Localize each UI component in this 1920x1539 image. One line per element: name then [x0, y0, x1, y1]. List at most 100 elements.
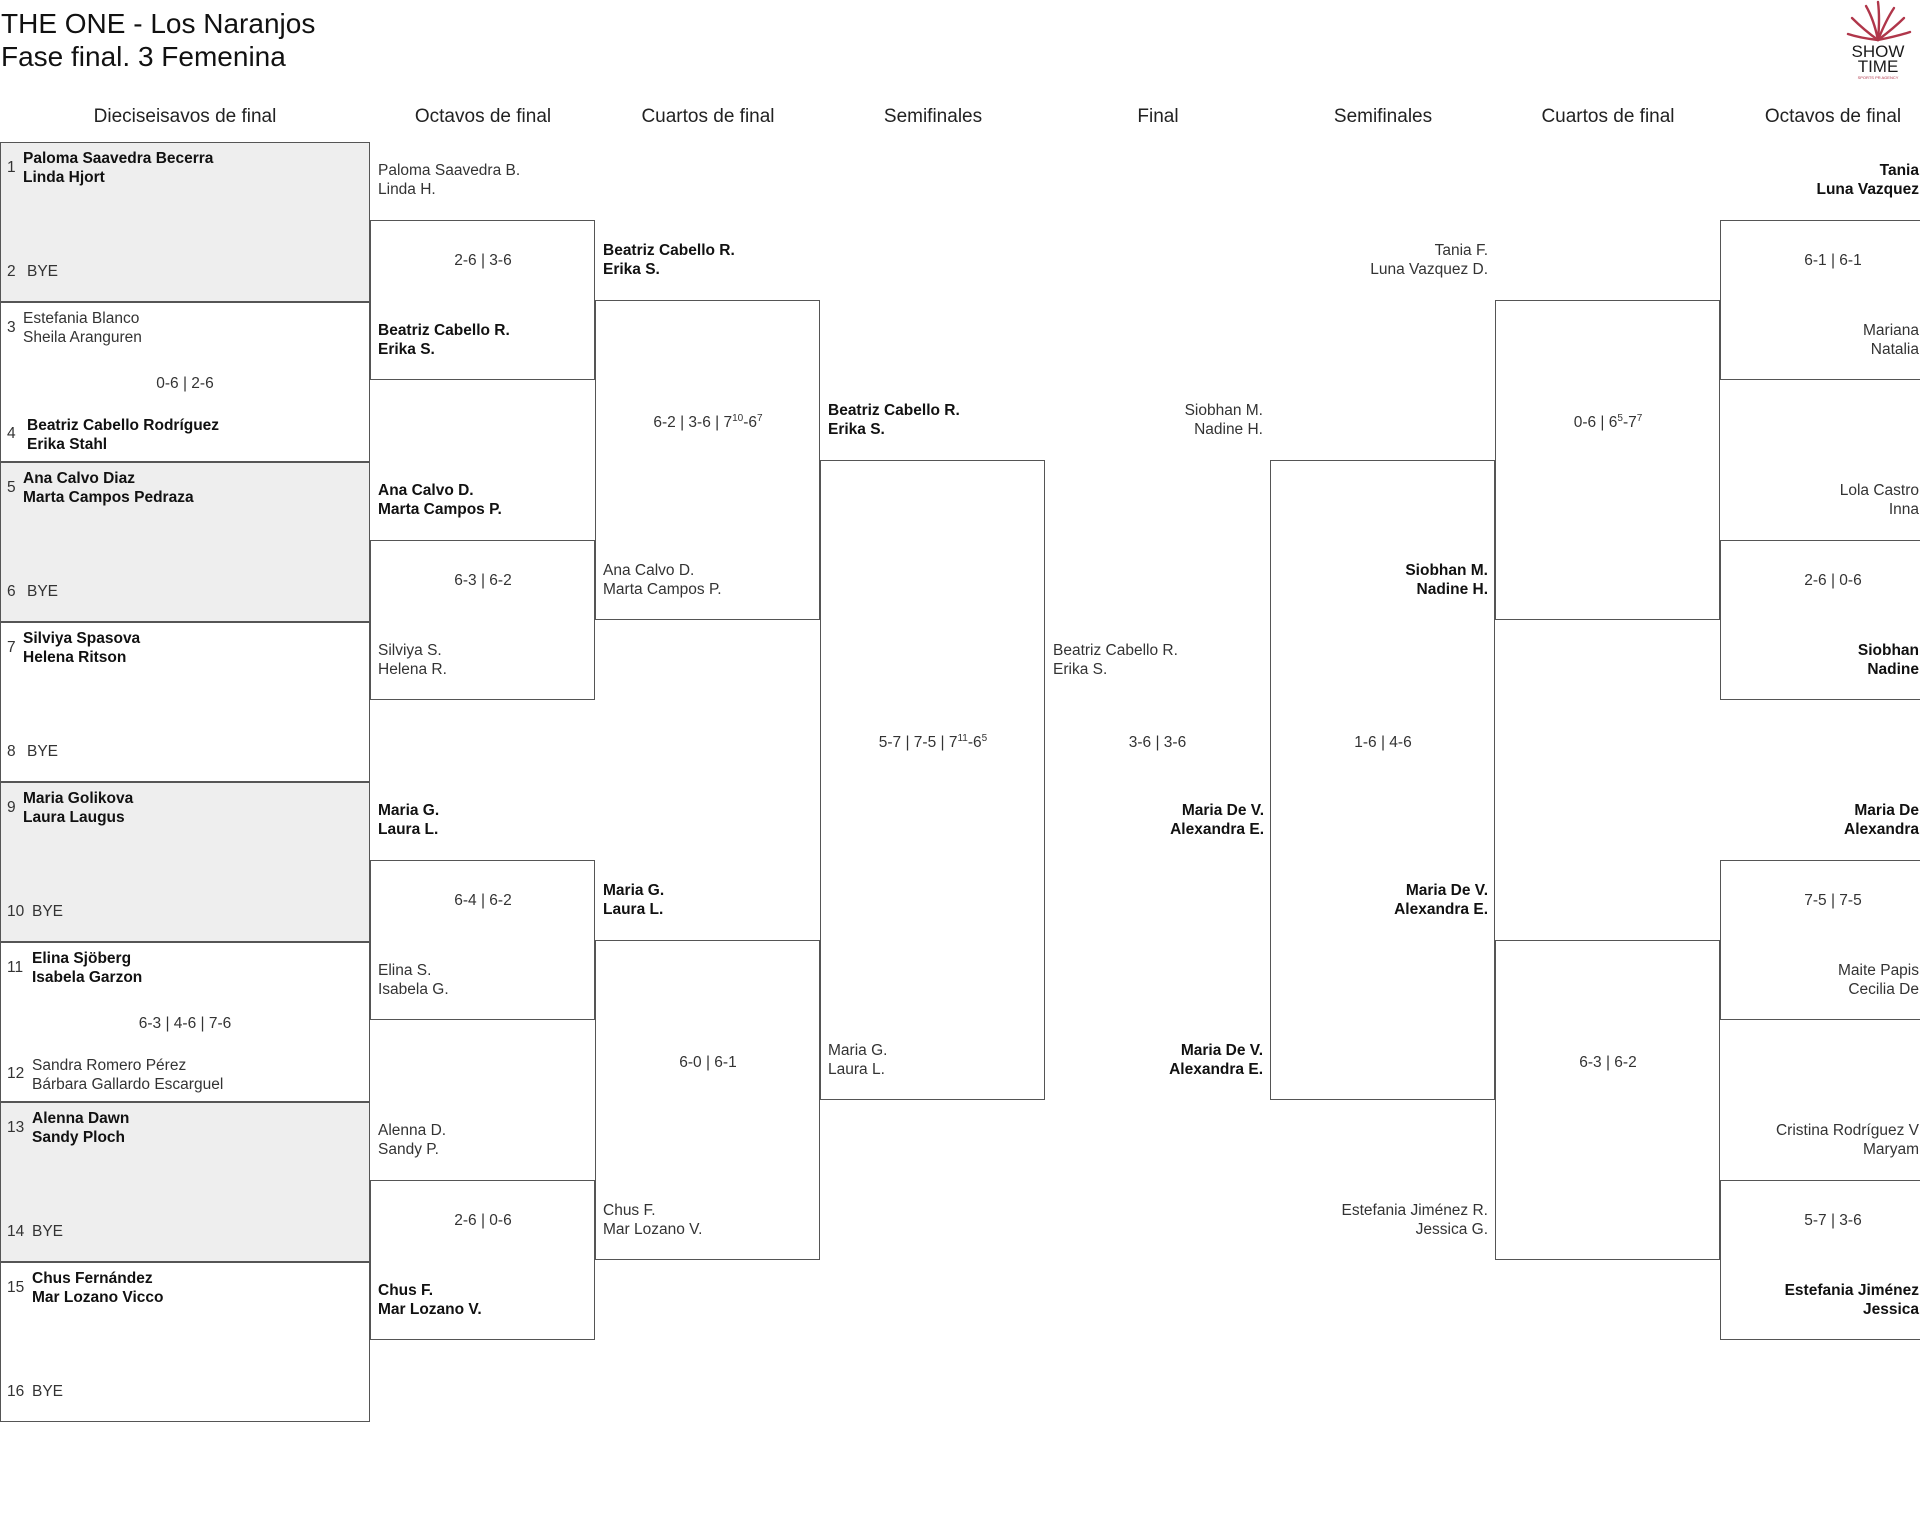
- player-name: Mar Lozano Vicco: [32, 1289, 164, 1306]
- player-name: Siobhan: [1857, 642, 1919, 659]
- player-name: Beatriz Cabello R.: [828, 402, 960, 419]
- logo-tagline: SPORTS PR AGENCY: [1858, 75, 1899, 80]
- player-name: Estefania Jiménez: [1784, 1282, 1919, 1299]
- player-name: Laura Laugus: [23, 809, 125, 826]
- round-header: Octavos de final: [414, 106, 552, 127]
- match-box-r16: [370, 1180, 595, 1340]
- player-name: Maria De V.: [1180, 1042, 1263, 1059]
- seed-number: 6: [7, 583, 16, 600]
- bye-label: BYE: [32, 903, 64, 920]
- match-box-qfr: [1495, 300, 1720, 620]
- player-name: Maryam: [1863, 1141, 1919, 1158]
- seed-number: 15: [7, 1279, 25, 1296]
- seed-number: 3: [7, 319, 16, 336]
- player-name: Estefania Jiménez R.: [1341, 1202, 1488, 1219]
- match-box-r16-right: [1720, 860, 1920, 1020]
- player-name: Beatriz Cabello R.: [378, 322, 510, 339]
- match-score: 6-3 | 6-2: [454, 572, 512, 589]
- match-box-r16: [370, 860, 595, 1020]
- match-box-r32: [0, 1262, 370, 1422]
- player-name: Nadine H.: [1416, 581, 1488, 598]
- player-name: Cecilia De: [1848, 981, 1919, 998]
- match-score: 6-3 | 4-6 | 7-6: [138, 1015, 232, 1032]
- player-name: Erika S.: [603, 261, 660, 278]
- seed-number: 14: [7, 1223, 25, 1240]
- player-name: Laura L.: [828, 1061, 885, 1078]
- match-score: 0-6 | 65-77: [1573, 412, 1643, 431]
- bye-label: BYE: [32, 1223, 64, 1240]
- round-header: Dieciseisavos de final: [93, 106, 277, 127]
- match-score: 5-7 | 7-5 | 711-65: [878, 732, 988, 751]
- player-name: Mar Lozano V.: [378, 1301, 482, 1318]
- player-name: Maria Golikova: [23, 790, 134, 807]
- player-name: Erika S.: [378, 341, 435, 358]
- player-name: Elina S.: [378, 962, 432, 979]
- seed-number: 9: [7, 799, 16, 816]
- player-name: Tania: [1879, 162, 1919, 179]
- match-box-r32: [0, 1102, 370, 1262]
- player-name: Chus F.: [603, 1202, 656, 1219]
- player-name: Marta Campos Pedraza: [23, 489, 194, 506]
- firework-logo-icon: SHOW TIME SPORTS PR AGENCY: [1846, 0, 1912, 80]
- match-box-qf: [595, 940, 820, 1260]
- match-box-r32: [0, 942, 370, 1102]
- player-name: Tania F.: [1434, 242, 1488, 259]
- player-name: Linda H.: [378, 181, 436, 198]
- seed-number: 13: [7, 1119, 25, 1136]
- match-score: 1-6 | 4-6: [1354, 734, 1412, 751]
- match-score: 0-6 | 2-6: [156, 375, 214, 392]
- match-score: 6-0 | 6-1: [679, 1054, 737, 1071]
- seed-number: 8: [7, 743, 16, 760]
- match-box-r16: [370, 220, 595, 380]
- match-box-r16-right: [1720, 1180, 1920, 1340]
- champion-name: Maria De V.: [1181, 802, 1264, 819]
- player-name: Elina Sjöberg: [32, 950, 132, 967]
- player-name: Chus Fernández: [32, 1270, 153, 1287]
- bye-label: BYE: [27, 583, 59, 600]
- match-box-r32: [0, 302, 370, 462]
- seed-number: 12: [7, 1065, 25, 1082]
- round-header: Semifinales: [1333, 106, 1433, 127]
- player-name: Cristina Rodríguez V: [1775, 1122, 1919, 1139]
- match-score: 6-2 | 3-6 | 710-67: [653, 412, 763, 431]
- match-score: 7-5 | 7-5: [1804, 892, 1862, 909]
- round-header: Semifinales: [883, 106, 983, 127]
- player-name: Ana Calvo D.: [603, 562, 695, 579]
- match-box-sf: [820, 460, 1045, 1100]
- player-name: Nadine: [1867, 661, 1919, 678]
- player-name: Silviya Spasova: [23, 630, 141, 647]
- round-header: Cuartos de final: [1541, 106, 1675, 127]
- player-name: Sandra Romero Pérez: [32, 1057, 187, 1074]
- match-box-r16: [370, 540, 595, 700]
- player-name: Erika S.: [1053, 661, 1108, 678]
- seed-number: 2: [7, 263, 16, 280]
- player-name: Maria G.: [378, 802, 440, 819]
- player-name: Silviya S.: [378, 642, 442, 659]
- match-box-qfr: [1495, 940, 1720, 1260]
- player-name: Laura L.: [603, 901, 664, 918]
- match-box-r32: [0, 142, 370, 302]
- player-name: Erika Stahl: [27, 436, 108, 453]
- match-box-r32: [0, 462, 370, 622]
- player-name: Isabela Garzon: [32, 969, 143, 986]
- match-box-sfr: [1270, 460, 1495, 1100]
- seed-number: 4: [7, 425, 16, 442]
- player-name: Isabela G.: [378, 981, 449, 998]
- player-name: Natalia: [1870, 341, 1919, 358]
- player-name: Marta Campos P.: [603, 581, 722, 598]
- bye-label: BYE: [27, 743, 59, 760]
- seed-number: 7: [7, 639, 16, 656]
- player-name: Sheila Aranguren: [23, 329, 142, 346]
- seed-number: 1: [7, 159, 16, 176]
- player-name: Maria G.: [603, 882, 665, 899]
- player-name: Nadine H.: [1194, 421, 1263, 438]
- player-name: Paloma Saavedra Becerra: [23, 150, 214, 167]
- player-name: Alexandra E.: [1169, 1061, 1263, 1078]
- player-name: Alexandra: [1844, 821, 1919, 838]
- player-name: Ana Calvo Diaz: [23, 470, 135, 487]
- player-name: Jessica G.: [1415, 1221, 1488, 1238]
- player-name: Maria De V.: [1405, 882, 1488, 899]
- player-name: Mar Lozano V.: [603, 1221, 703, 1238]
- player-name: Bárbara Gallardo Escarguel: [32, 1076, 224, 1093]
- round-header: Octavos de final: [1764, 106, 1902, 127]
